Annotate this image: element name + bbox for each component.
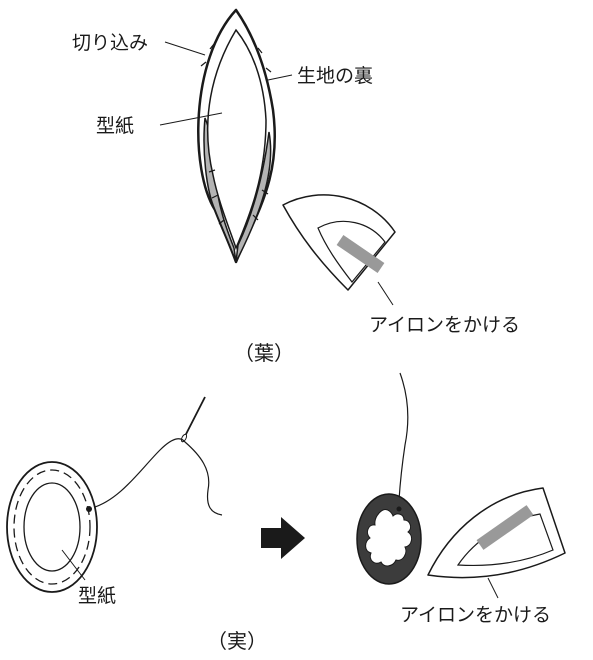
caption-leaf: （葉） [234, 341, 294, 365]
leader-cut [164, 41, 206, 56]
leader-iron-fruit [487, 577, 499, 599]
iron-icon-fruit [427, 487, 566, 579]
label-cut: 切り込み [72, 32, 148, 54]
thread-right [398, 372, 409, 501]
label-pattern-leaf: 型紙 [96, 115, 134, 137]
gathered-fruit [356, 493, 422, 585]
label-pattern-fruit: 型紙 [78, 585, 116, 607]
leader-fabric-back [267, 74, 293, 81]
leaf-illustration [159, 8, 293, 264]
arrow-icon [261, 517, 305, 559]
label-fabric-back: 生地の裏 [297, 65, 373, 87]
label-iron-leaf: アイロンをかける [369, 314, 520, 336]
label-iron-fruit: アイロンをかける [400, 604, 551, 626]
leader-pattern-fruit [61, 549, 86, 581]
caption-fruit: （実） [207, 629, 267, 653]
iron-icon [282, 194, 396, 291]
leader-iron-leaf [377, 281, 394, 306]
thread-left [91, 438, 223, 516]
fruit-fabric-oval [6, 461, 98, 593]
leaf-cut-marks [200, 25, 272, 225]
leader-pattern [159, 112, 223, 126]
leaf-pattern-paper [206, 28, 267, 251]
leaf-folded-fabric-right [235, 131, 272, 263]
needle-icon [180, 396, 206, 443]
